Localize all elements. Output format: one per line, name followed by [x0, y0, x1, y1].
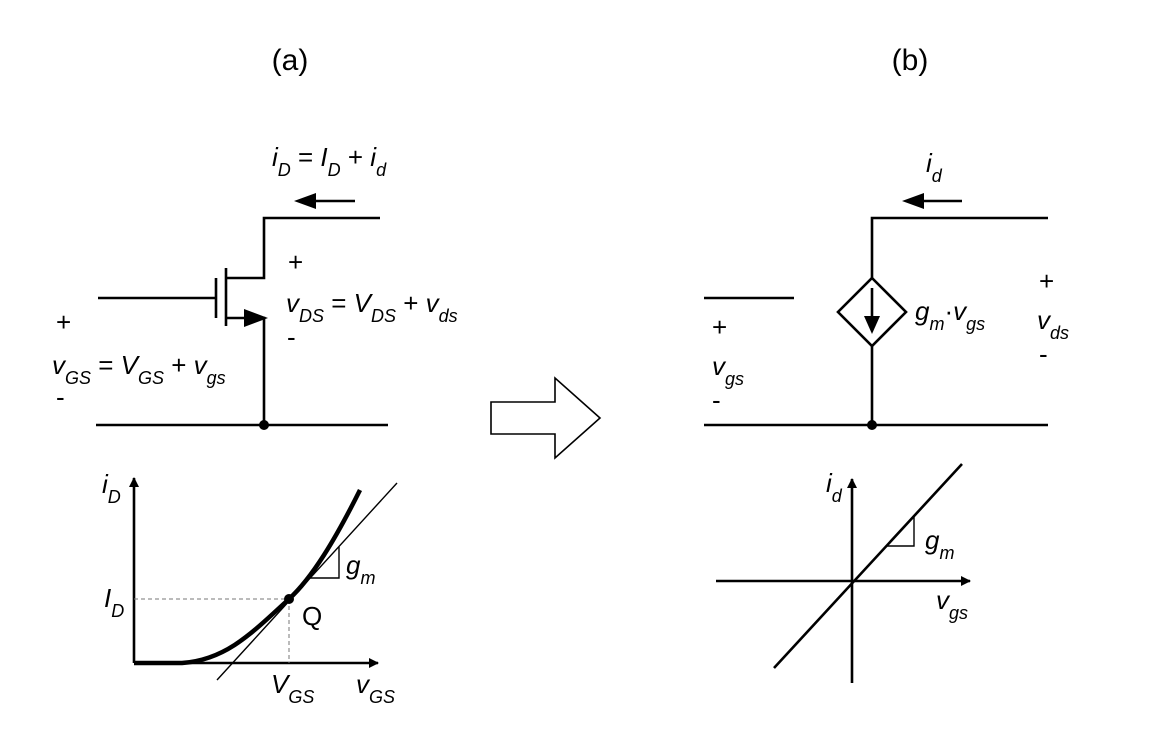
graph-b-slope-triangle: [886, 517, 915, 547]
panel-b-vds-label: vds: [1037, 305, 1069, 343]
panel-a-vds-plus: +: [288, 247, 303, 277]
transform-block-arrow: [490, 376, 602, 460]
panel-a-id-equation: iD = ID + id: [272, 142, 387, 180]
graph-a-slope-triangle: [310, 547, 340, 579]
panel-b-vgs-plus: +: [712, 312, 727, 342]
graph-a-id-tick-label: ID: [104, 583, 124, 621]
panel-b-id-label: id: [926, 148, 943, 186]
panel-a-vgs-minus: -: [56, 382, 65, 412]
graph-a-id-curve: [134, 488, 363, 666]
panel-a-vgs-equation: vGS = VGS + vgs: [52, 350, 226, 388]
panel-b-vgs-label: vgs: [712, 351, 744, 389]
graph-a-slope-label: gm: [346, 550, 375, 588]
panel-b-node-dot: [867, 420, 877, 430]
panel-b-vds-plus: +: [1039, 266, 1054, 296]
panel-a-vds-equation: vDS = VDS + vds: [286, 288, 458, 326]
panel-a-mosfet-circuit: [96, 216, 388, 430]
graph-a-q-point: [284, 594, 294, 604]
panel-b-drain-current-arrow: [902, 193, 962, 209]
graph-b-y-axis-label: id: [826, 468, 843, 506]
panel-a-transfer-graph: [129, 477, 398, 681]
dependent-source-arrow-head: [864, 316, 880, 334]
graph-a-x-axis-label: vGS: [356, 669, 395, 707]
dependent-source-label: gm·vgs: [915, 296, 985, 334]
panel-b-vds-minus: -: [1039, 339, 1048, 369]
panel-a-drain-current-arrow: [294, 193, 355, 209]
panel-a-vds-minus: -: [287, 322, 296, 352]
panel-b-title: (b): [892, 44, 929, 77]
panel-b-small-signal-circuit: [704, 216, 1048, 430]
graph-a-q-label: Q: [302, 601, 322, 631]
panel-a-vgs-plus: +: [56, 307, 71, 337]
panel-a-title: (a): [272, 44, 309, 77]
panel-a-node-dot: [259, 420, 269, 430]
panel-b-vgs-minus: -: [712, 385, 721, 415]
graph-a-y-axis-label: iD: [102, 469, 121, 507]
graph-b-x-axis-label: vgs: [936, 585, 968, 623]
graph-a-vgs-tick-label: VGS: [271, 669, 314, 707]
panel-b-linear-graph: [716, 463, 971, 683]
graph-b-slope-label: gm: [925, 525, 954, 563]
graph-b-gm-line: [773, 463, 963, 669]
